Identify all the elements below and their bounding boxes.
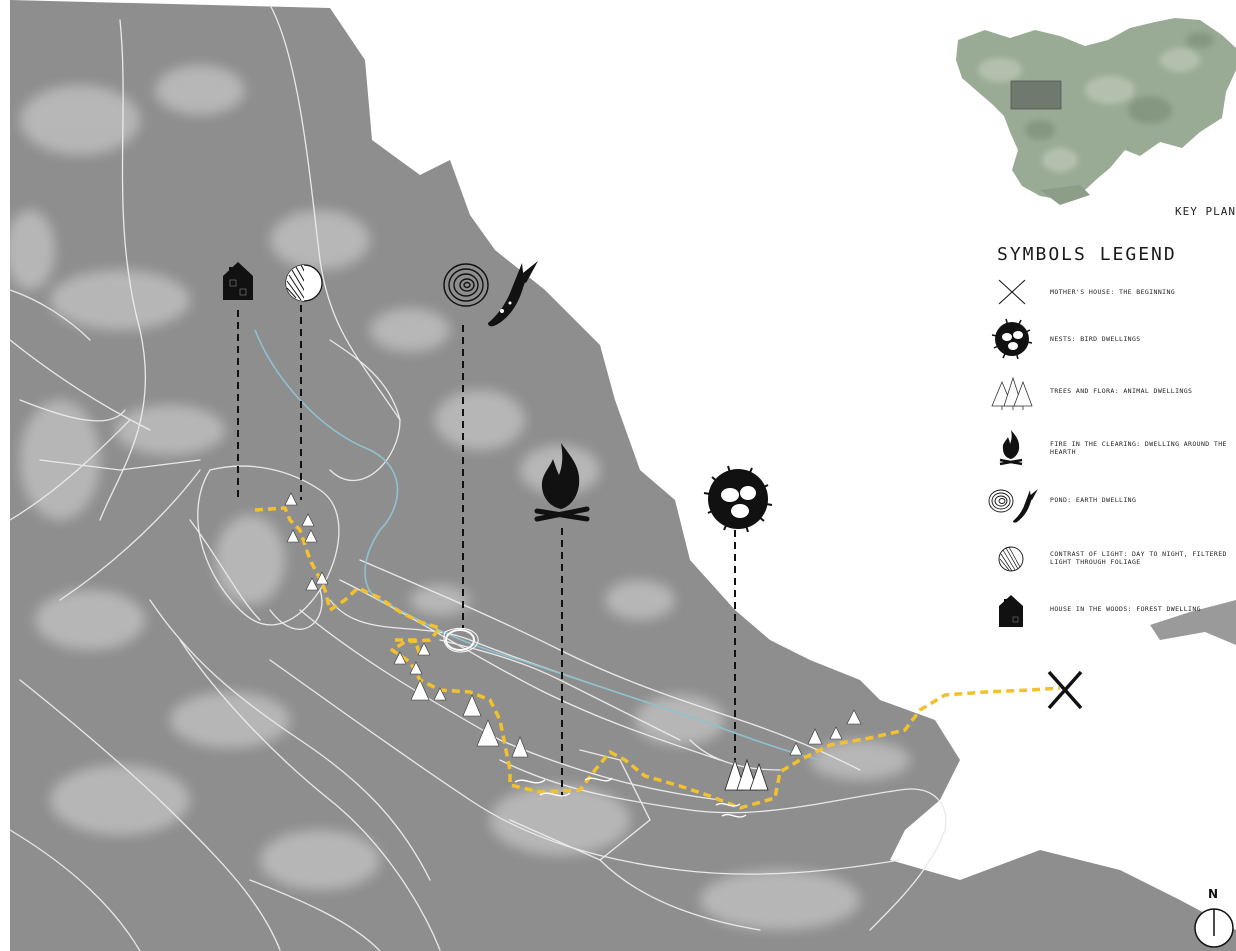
pond-outline (443, 627, 479, 653)
pond (445, 629, 475, 651)
leader-lines (237, 305, 736, 796)
legend-label: POND: EARTH DWELLING (1050, 496, 1137, 504)
legend-light-contrast-icon (998, 546, 1024, 572)
legend-fire-icon (999, 430, 1023, 466)
legend-item-light: CONTRAST OF LIGHT: DAY TO NIGHT, FILTERE… (988, 538, 1236, 578)
legend-trees-icon (991, 376, 1033, 410)
legend-label: FIRE IN THE CLEARING: DWELLING AROUND TH… (1050, 440, 1227, 456)
legend-pond-fish-icon (988, 489, 1038, 523)
water-marks (514, 777, 747, 818)
legend-item-house: HOUSE IN THE WOODS: FOREST DWELLING (988, 589, 1236, 629)
legend-item-nests: NESTS: BIRD DWELLINGS (988, 319, 1236, 359)
house-icon (223, 262, 253, 300)
legend-label: HOUSE IN THE WOODS: FOREST DWELLING (1050, 605, 1201, 613)
legend-item-fire: FIRE IN THE CLEARING: DWELLING AROUND TH… (988, 428, 1236, 468)
north-label: N (1208, 887, 1219, 901)
legend-item-pond: POND: EARTH DWELLING (988, 480, 1236, 520)
legend-label: MOTHER'S HOUSE: THE BEGINNING (1050, 288, 1176, 296)
north-arrow (1194, 908, 1234, 948)
trees-cluster-icon (724, 758, 769, 791)
fire-icon (534, 443, 590, 522)
tree-markers (284, 492, 862, 758)
legend-cross-icon (998, 279, 1026, 305)
cross-icon (1047, 670, 1083, 710)
light-contrast-icon (285, 264, 323, 302)
terrain (10, 0, 1236, 951)
journey-path (254, 506, 1061, 810)
nest-icon (703, 465, 773, 533)
pond-fish-icon (443, 261, 538, 327)
legend-title: SYMBOLS LEGEND (997, 244, 1177, 265)
legend-label: TREES AND FLORA: ANIMAL DWELLINGS (1050, 387, 1193, 395)
roads (9, 4, 947, 951)
key-plan-label: KEY PLAN (1175, 205, 1236, 218)
legend-house-icon (999, 595, 1023, 627)
key-plan-map (956, 18, 1236, 205)
legend-label: NESTS: BIRD DWELLINGS (1050, 335, 1141, 343)
legend-item-mothers-house: MOTHER'S HOUSE: THE BEGINNING (988, 272, 1236, 312)
legend-nest-icon (991, 318, 1033, 360)
legend-label: CONTRAST OF LIGHT: DAY TO NIGHT, FILTERE… (1050, 550, 1227, 566)
key-plan-site-rect (1010, 80, 1062, 110)
legend-item-trees: TREES AND FLORA: ANIMAL DWELLINGS (988, 371, 1236, 411)
